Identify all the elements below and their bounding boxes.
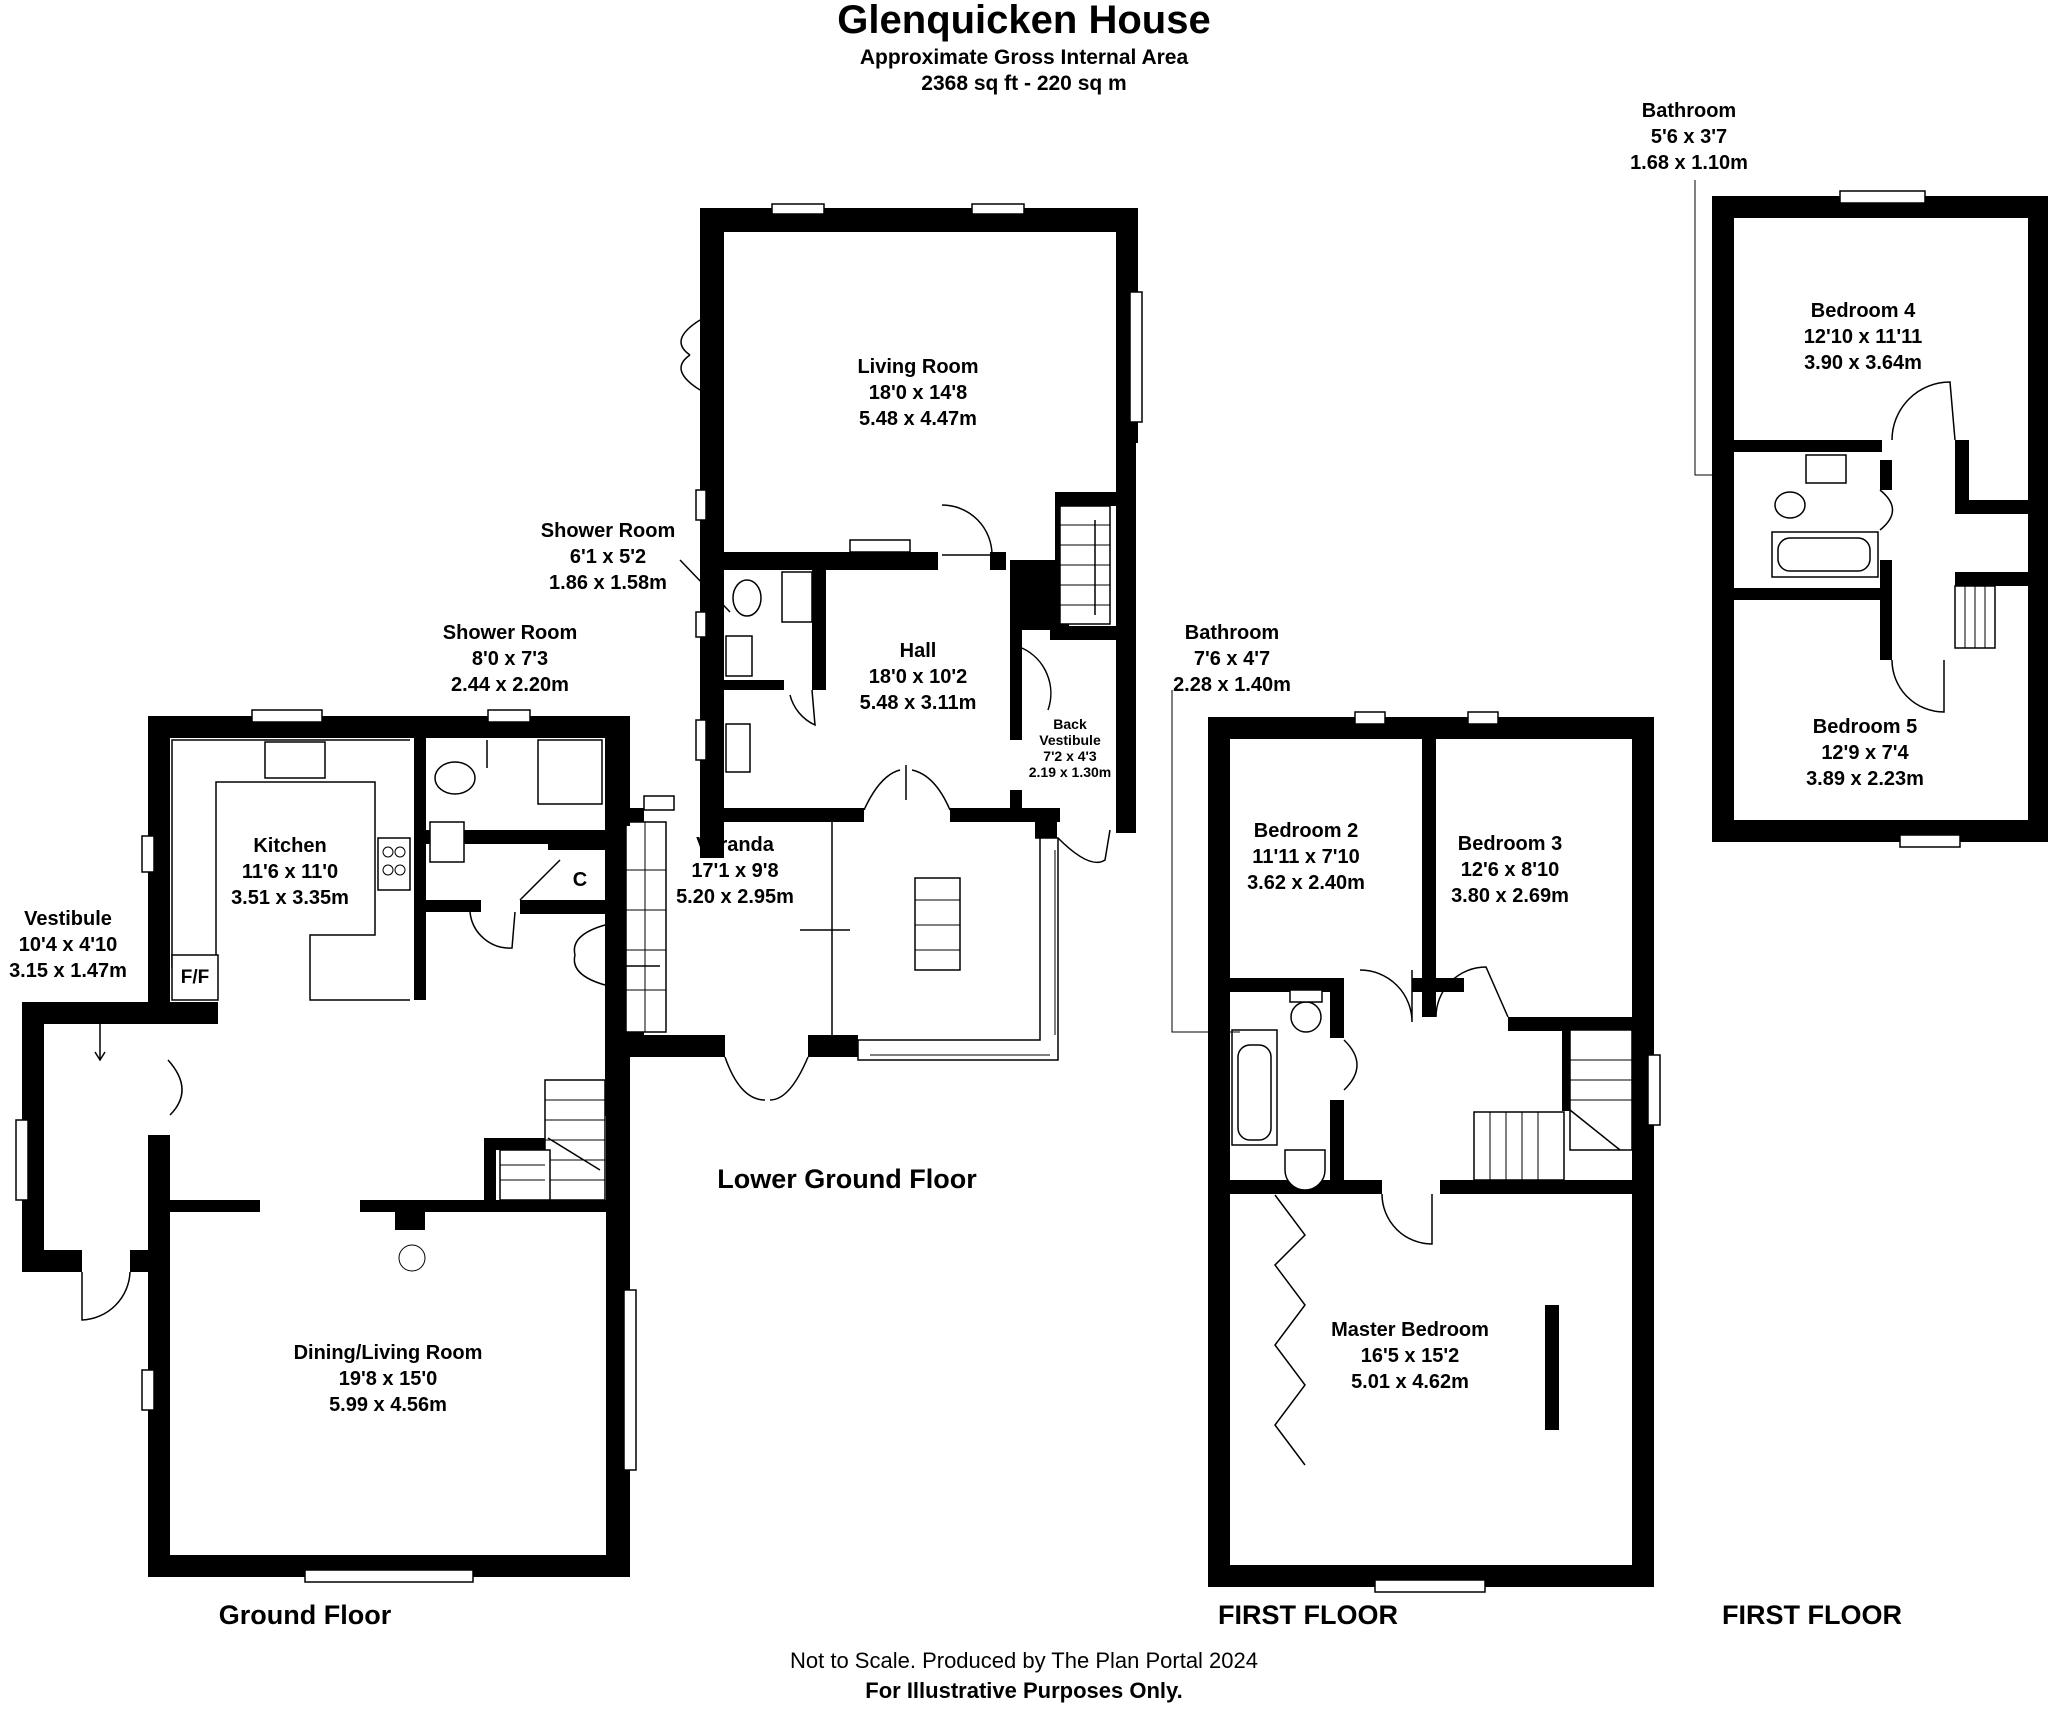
floor-title-first-b: FIRST FLOOR [1722, 1600, 1902, 1630]
area-value: 2368 sq ft - 220 sq m [921, 72, 1127, 95]
upper-first-floor-plan [1694, 180, 2048, 848]
floor-title-first-a: FIRST FLOOR [1218, 1600, 1398, 1630]
footer-disclaimer: For Illustrative Purposes Only. [865, 1678, 1183, 1703]
first-floor-plan [1171, 690, 1661, 1593]
floor-title-lower-ground: Lower Ground Floor [717, 1164, 977, 1194]
property-title: Glenquicken House [837, 0, 1211, 42]
ground-floor-plan [15, 709, 637, 1583]
area-label: Approximate Gross Internal Area [859, 46, 1189, 69]
lower-ground-floor-plan [618, 203, 1143, 1101]
marker-fridge-freezer: F/F [180, 967, 210, 988]
footer-note: Not to Scale. Produced by The Plan Porta… [790, 1648, 1258, 1673]
marker-cupboard: C [572, 869, 588, 891]
floor-title-ground: Ground Floor [218, 1600, 392, 1630]
